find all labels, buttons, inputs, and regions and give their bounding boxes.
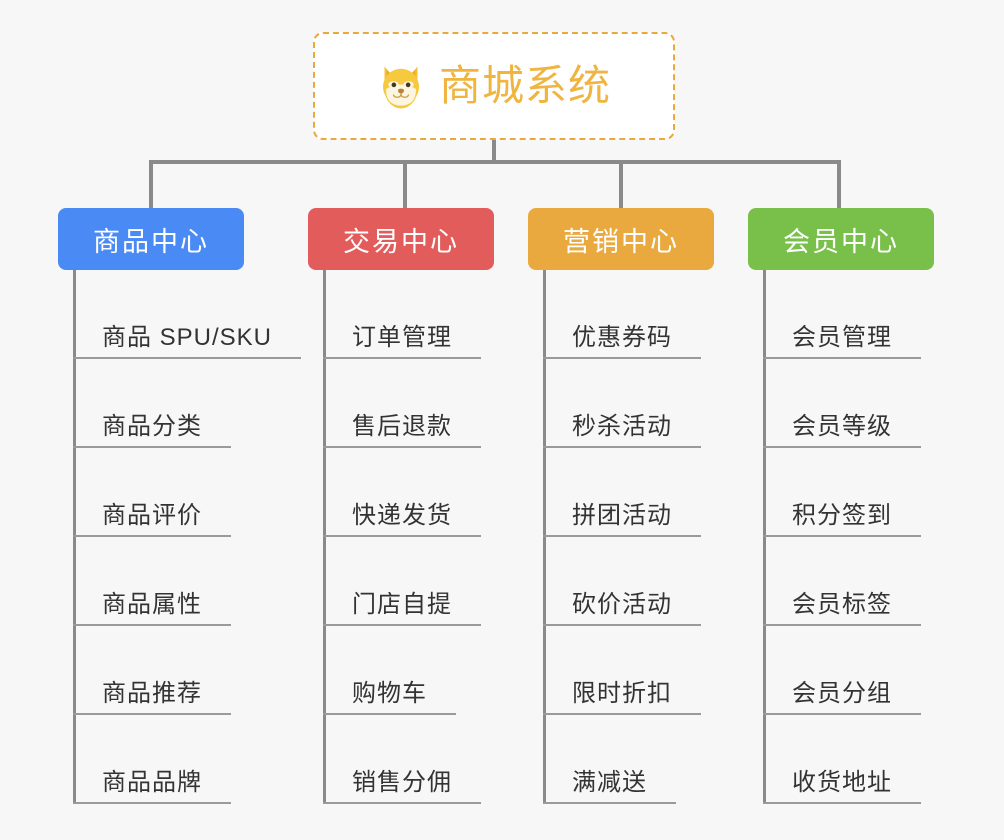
root-node[interactable]: 商城系统 <box>313 32 675 140</box>
list-item-label: 商品推荐 <box>102 679 202 707</box>
list-item[interactable]: 砍价活动 <box>543 537 701 626</box>
connector-drop-3 <box>619 160 623 210</box>
list-item[interactable]: 商品 SPU/SKU <box>73 270 301 359</box>
list-item[interactable]: 销售分佣 <box>323 715 481 804</box>
connector-drop-1 <box>149 160 153 210</box>
list-item-label: 砍价活动 <box>572 590 672 618</box>
list-item[interactable]: 积分签到 <box>763 448 921 537</box>
list-item-label: 购物车 <box>352 679 427 707</box>
list-item[interactable]: 订单管理 <box>323 270 481 359</box>
category-header-marketing[interactable]: 营销中心 <box>528 208 714 270</box>
list-item[interactable]: 快递发货 <box>323 448 481 537</box>
list-item[interactable]: 售后退款 <box>323 359 481 448</box>
connector-drop-4 <box>837 160 841 210</box>
category-label: 会员中心 <box>783 226 899 257</box>
list-item[interactable]: 商品推荐 <box>73 626 231 715</box>
category-header-member[interactable]: 会员中心 <box>748 208 934 270</box>
list-item-label: 满减送 <box>572 768 647 796</box>
list-item[interactable]: 会员等级 <box>763 359 921 448</box>
category-label: 交易中心 <box>343 226 459 257</box>
list-item-label: 限时折扣 <box>572 679 672 707</box>
column-spine <box>73 270 76 804</box>
list-item-label: 会员管理 <box>792 323 892 351</box>
list-item-label: 拼团活动 <box>572 501 672 529</box>
list-item[interactable]: 会员标签 <box>763 537 921 626</box>
list-item-label: 售后退款 <box>352 412 452 440</box>
list-item[interactable]: 拼团活动 <box>543 448 701 537</box>
list-item[interactable]: 秒杀活动 <box>543 359 701 448</box>
root-title: 商城系统 <box>438 62 611 109</box>
list-item-label: 收货地址 <box>792 768 892 796</box>
list-item[interactable]: 购物车 <box>323 626 456 715</box>
list-item[interactable]: 满减送 <box>543 715 676 804</box>
list-item[interactable]: 会员管理 <box>763 270 921 359</box>
shiba-dog-face-icon <box>382 66 419 109</box>
column-spine <box>543 270 546 804</box>
list-item-label: 门店自提 <box>352 590 452 618</box>
category-header-trade[interactable]: 交易中心 <box>308 208 494 270</box>
category-label: 营销中心 <box>563 226 679 257</box>
list-item-label: 优惠券码 <box>572 323 672 351</box>
list-item[interactable]: 商品品牌 <box>73 715 231 804</box>
list-item[interactable]: 限时折扣 <box>543 626 701 715</box>
list-item-label: 会员标签 <box>792 590 892 618</box>
list-item[interactable]: 优惠券码 <box>543 270 701 359</box>
list-item[interactable]: 商品属性 <box>73 537 231 626</box>
category-header-product[interactable]: 商品中心 <box>58 208 244 270</box>
list-item[interactable]: 收货地址 <box>763 715 921 804</box>
list-item-label: 快递发货 <box>352 501 452 529</box>
list-item[interactable]: 商品评价 <box>73 448 231 537</box>
column-spine <box>763 270 766 804</box>
connector-drop-2 <box>403 160 407 210</box>
list-item-label: 订单管理 <box>352 323 452 351</box>
list-item-label: 商品评价 <box>102 501 202 529</box>
list-item-label: 商品属性 <box>102 590 202 618</box>
list-item-label: 会员等级 <box>792 412 892 440</box>
list-item-label: 积分签到 <box>792 501 892 529</box>
category-label: 商品中心 <box>93 226 209 257</box>
list-item-label: 商品 SPU/SKU <box>101 323 273 351</box>
list-item[interactable]: 会员分组 <box>763 626 921 715</box>
list-item-label: 销售分佣 <box>352 768 452 796</box>
list-item-label: 会员分组 <box>792 679 892 707</box>
list-item[interactable]: 商品分类 <box>73 359 231 448</box>
list-item-label: 秒杀活动 <box>572 412 672 440</box>
connector-root-stem <box>492 140 496 162</box>
list-item-label: 商品品牌 <box>102 768 202 796</box>
column-spine <box>323 270 326 804</box>
list-item[interactable]: 门店自提 <box>323 537 481 626</box>
list-item-label: 商品分类 <box>102 412 202 440</box>
connector-horizontal-bus <box>149 160 841 164</box>
